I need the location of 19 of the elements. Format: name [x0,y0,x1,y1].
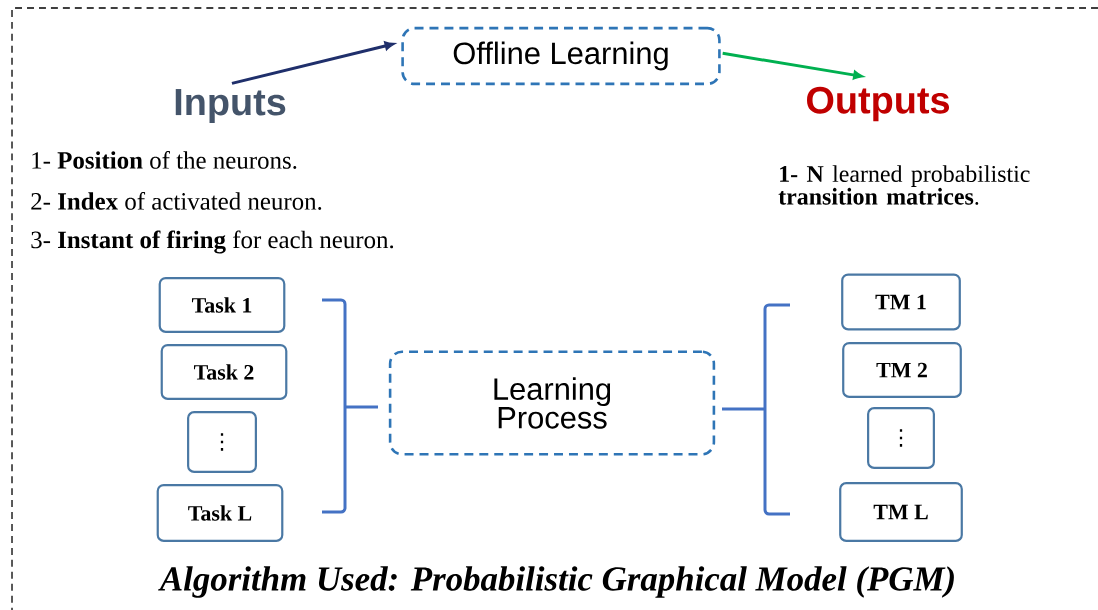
ellipsis-box: ⋮ [867,407,935,469]
heading-text: Outputs [807,86,949,122]
matrix-box: TM L [839,482,963,542]
matrix-box: TM 1 [841,273,961,331]
output-description: 1- N learned probabilistic transition matrices. [778,165,1030,205]
list-item: 2- Index of activated neuron. [31,192,322,210]
task-box: Task 1 [158,277,286,333]
list-item: 1- Position of the neurons. [32,151,297,169]
dashed-box: Learning Process [388,350,716,456]
task-box: Task 2 [160,344,288,400]
dashed-box: Offline Learning [401,26,721,86]
matrix-box: TM 2 [842,342,962,398]
arrow [231,41,395,85]
heading-text: Inputs [175,89,286,123]
caption: Algorithm Used: Probabilistic Graphical Model (PGM) [158,566,954,598]
task-box: Task L [156,484,284,542]
list-item: 3- Instant of firing for each neuron. [31,230,394,254]
ellipsis-box: ⋮ [187,411,257,473]
arrow [722,51,863,80]
